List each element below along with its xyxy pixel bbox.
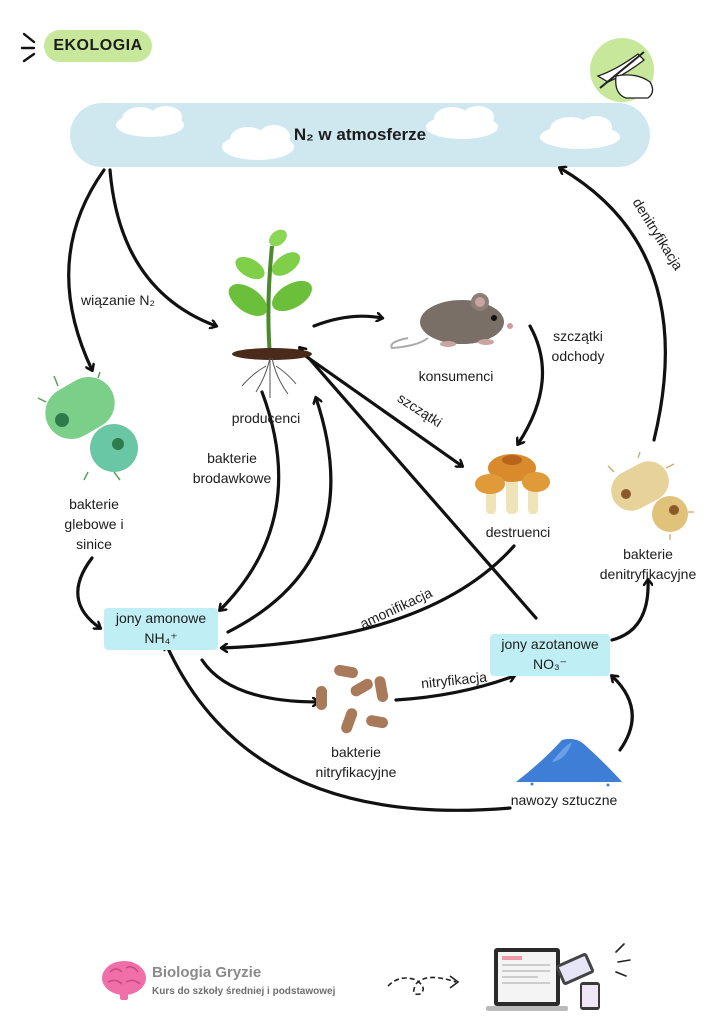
producers-label: producenci xyxy=(231,410,301,426)
consumers-label: konsumenci xyxy=(418,368,494,384)
footer-brand: Biologia Gryzie xyxy=(152,964,262,981)
fertilizer-pile-icon xyxy=(516,738,622,787)
soil-bacteria-line-3: sinice xyxy=(76,536,112,552)
remains-waste-label: szczątki odchody xyxy=(540,326,616,366)
arrow-consumers-to-decomposers xyxy=(518,324,545,444)
ammonium-name: jony amonowe xyxy=(115,610,207,626)
arrow-ammonium-to-nitrifying xyxy=(200,658,318,702)
soil-bacteria-label: bakterie glebowe i sinice xyxy=(36,494,152,554)
soil-bacteria-line-2: glebowe i xyxy=(64,516,124,532)
arrow-nitrate-to-producers xyxy=(300,348,538,620)
plant-icon xyxy=(228,229,312,398)
arrow-nitrifying-to-nitrate xyxy=(394,676,514,702)
denitrifying-line-1: bakterie xyxy=(623,546,673,562)
ammonium-formula: NH₄⁺ xyxy=(144,630,178,646)
nitrate-ions-box: jony azotanowe NO₃⁻ xyxy=(490,634,610,676)
arrow-producers-to-ammonium xyxy=(220,390,281,610)
mushroom-icon xyxy=(475,454,550,514)
writing-hand-icon xyxy=(590,38,654,102)
clouds xyxy=(116,106,620,160)
footer-tagline: Kurs do szkoły średniej i podstawowej xyxy=(152,986,336,997)
nitrate-name: jony azotanowe xyxy=(501,636,599,652)
devices-illustration xyxy=(486,943,631,1011)
nitrifying-bacteria-icon xyxy=(316,664,389,734)
arrow-producers-to-consumers xyxy=(312,316,382,328)
brain-logo-icon xyxy=(102,961,146,1000)
nitrifying-line-1: bakterie xyxy=(331,744,381,760)
nodule-bacteria-label: bakterie brodawkowe xyxy=(180,448,284,488)
fixation-label: wiązanie N₂ xyxy=(81,292,155,308)
arrow-decomposers-to-ammonium xyxy=(222,544,516,648)
fertilizers-label: nawozy sztuczne xyxy=(510,792,618,808)
mouse-icon xyxy=(390,293,513,350)
denitrifying-bacteria-label: bakterie denitryfikacyjne xyxy=(584,544,712,584)
arrow-nitrate-to-denitrifying xyxy=(610,580,648,642)
decomposers-label: destruenci xyxy=(485,524,551,540)
squiggle-arrow-icon xyxy=(387,975,460,996)
arrow-fertilizers-to-nitrate xyxy=(612,676,634,752)
arrow-producers-to-decomposers xyxy=(298,350,462,466)
arrow-atmo-to-producers xyxy=(108,168,216,326)
arrow-ammonium-to-producers xyxy=(226,398,333,634)
soil-bacteria-icon xyxy=(37,371,138,481)
nitrifying-bacteria-label: bakterie nitryfikacyjne xyxy=(294,742,418,782)
soil-bacteria-line-1: bakterie xyxy=(69,496,119,512)
remains-waste-line-2: odchody xyxy=(551,348,605,364)
topic-badge: EKOLOGIA xyxy=(44,30,152,62)
ammonium-ions-box: jony amonowe NH₄⁺ xyxy=(104,608,218,650)
denitrifying-bacteria-icon xyxy=(607,451,694,540)
arrow-denitrifying-to-atmo xyxy=(560,168,667,442)
remains-waste-line-1: szczątki xyxy=(553,328,603,344)
arrow-fertilizers-to-ammonium xyxy=(166,644,512,812)
nitrate-formula: NO₃⁻ xyxy=(532,656,568,672)
arrow-soil-bacteria-to-ammonium xyxy=(76,556,100,628)
sparkle-icon xyxy=(20,32,36,63)
atmosphere-title: N₂ w atmosferze xyxy=(293,125,427,144)
nodule-line-2: brodawkowe xyxy=(192,470,272,486)
nitrifying-line-2: nitryfikacyjne xyxy=(315,764,397,780)
arrow-atmo-to-soil-bacteria xyxy=(67,168,106,370)
nodule-line-1: bakterie xyxy=(207,450,257,466)
denitrifying-line-2: denitryfikacyjne xyxy=(599,566,697,582)
